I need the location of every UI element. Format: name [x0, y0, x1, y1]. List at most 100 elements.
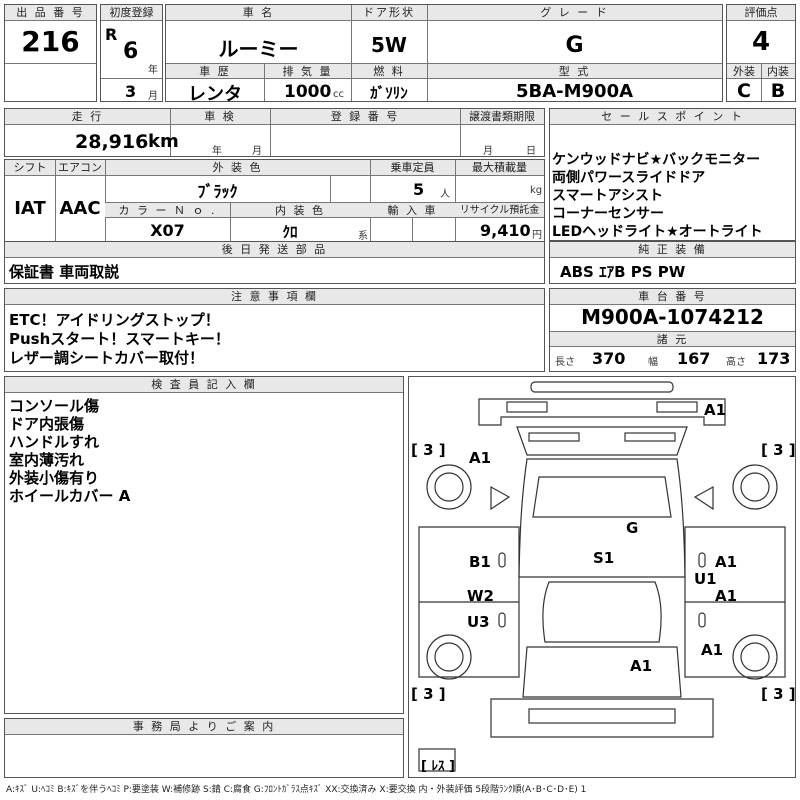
lot-header: 出 品 番 号 — [5, 5, 96, 21]
transfer-month-unit: 月 — [483, 146, 493, 157]
height-label: 高さ — [726, 357, 746, 368]
length-label: 長さ — [555, 357, 575, 368]
sales-line: 両側パワースライドドア — [552, 170, 706, 186]
equipment-header: 純 正 装 備 — [550, 242, 795, 258]
equipment-box: 純 正 装 備 ABS ｴｱB PS PW — [549, 241, 796, 284]
capacity-header: 乗車定員 — [370, 160, 455, 176]
later-parts-box: 後 日 発 送 部 品 保証書 車両取説 — [4, 241, 545, 284]
tire-front-right: [ 3 ] — [761, 441, 796, 459]
inspector-line: 外装小傷有り — [9, 469, 100, 487]
ext-color: ﾌﾞﾗｯｸ — [197, 182, 238, 201]
length: 370 — [592, 349, 626, 368]
model: 5BA-M900A — [515, 81, 634, 102]
width: 167 — [677, 349, 711, 368]
chassis-header: 車 台 番 号 — [550, 289, 795, 305]
later-parts-header: 後 日 発 送 部 品 — [5, 242, 544, 258]
aircon: AAC — [59, 198, 101, 219]
lot-number: 216 — [21, 25, 80, 58]
sales-line: スマートアシスト — [552, 188, 664, 204]
equipment: ABS ｴｱB PS PW — [560, 263, 686, 281]
color-no: X07 — [150, 221, 185, 240]
inspector-line: コンソール傷 — [9, 397, 100, 415]
damage-mark: W2 — [467, 587, 494, 605]
month-unit: 月 — [148, 91, 158, 102]
car-name: ルーミー — [218, 37, 299, 61]
door-type: 5W — [371, 33, 407, 57]
grade-header: グ レ ー ド — [427, 5, 722, 21]
mileage-header: 走 行 — [5, 109, 170, 125]
displacement: 1000 — [284, 82, 332, 102]
aircon-header: エアコン — [55, 160, 105, 176]
reg-no-header: 登 録 番 号 — [270, 109, 460, 125]
score-header: 評価点 — [727, 5, 795, 21]
car-diagram: [ 3 ] [ 3 ] [ 3 ] [ 3 ] [ ﾚｽ ] A1 A1 G S… — [408, 376, 796, 778]
first-registration-cell: 初度登録 R 6 年 3 月 — [100, 4, 163, 102]
damage-mark: A1 — [704, 401, 727, 419]
score-cell: 評価点 4 外装 内装 C B — [726, 4, 796, 102]
score: 4 — [751, 27, 771, 57]
mileage-unit: km — [148, 131, 179, 152]
transfer-day-unit: 日 — [526, 146, 536, 157]
fuel: ｶﾞｿﾘﾝ — [370, 84, 408, 102]
reg-year: 6 — [123, 39, 139, 64]
legend: A:ｷｽﾞ U:ﾍｺﾐ B:ｷｽﾞを伴うﾍｺﾐ P:要塗装 W:補修跡 S:錆 … — [6, 785, 587, 795]
office-box: 事 務 局 よ り ご 案 内 — [4, 718, 404, 778]
ext-header: 外装 — [727, 63, 761, 79]
damage-mark: B1 — [469, 553, 491, 571]
max-load-header: 最大積載量 — [455, 160, 544, 176]
displacement-unit: cc — [333, 89, 344, 100]
reg-month: 3 — [125, 82, 137, 101]
mileage-block: 走 行 車 検 登 録 番 号 譲渡書類期限 28,916 km 年 月 月 日 — [4, 108, 545, 157]
ext-color-header: 外 装 色 — [105, 160, 370, 176]
later-parts: 保証書 車両取説 — [9, 263, 120, 281]
damage-mark: S1 — [593, 549, 615, 567]
chassis-box: 車 台 番 号 M900A-1074212 諸 元 長さ 370 幅 167 高… — [549, 288, 796, 372]
lot-cell: 出 品 番 号 216 — [4, 4, 97, 102]
sales-line: LEDヘッドライト★オートライト — [552, 224, 763, 240]
inspector-header: 検 査 員 記 入 欄 — [5, 377, 403, 393]
mileage: 28,916 — [75, 131, 149, 153]
office-header: 事 務 局 よ り ご 案 内 — [5, 719, 403, 735]
car-name-header: 車 名 — [166, 5, 351, 21]
damage-mark: A1 — [701, 641, 724, 659]
recycle-unit: 円 — [532, 230, 542, 241]
height: 173 — [757, 349, 791, 368]
damage-mark: G — [626, 519, 639, 537]
damage-mark: A1 — [715, 553, 738, 571]
fuel-header: 燃 料 — [351, 63, 427, 79]
width-label: 幅 — [648, 357, 658, 368]
import-header: 輸 入 車 — [370, 202, 455, 218]
notes-box: 注 意 事 項 欄 ETC！アイドリングストップ！ Pushスタート！スマートキ… — [4, 288, 545, 372]
car-outline-drawing — [418, 381, 786, 772]
inspection-header: 車 検 — [170, 109, 270, 125]
history: レンタ — [188, 84, 242, 105]
displacement-header: 排 気 量 — [264, 63, 351, 79]
spare-tire: [ ﾚｽ ] — [421, 759, 455, 774]
inspector-line: 室内薄汚れ — [9, 451, 85, 469]
car-info-block: 車 名 ドア形状 グ レ ー ド ルーミー 5W G 車 歴 排 気 量 燃 料… — [165, 4, 723, 105]
shift-header: シフト — [5, 160, 55, 176]
sales-header: セ ー ル ス ポ イ ン ト — [550, 109, 795, 125]
damage-mark: U1 — [694, 570, 717, 588]
sales-point-box: セ ー ル ス ポ イ ン ト ケンウッドナビ★バックモニター 両側パワースライ… — [549, 108, 796, 241]
ext-score: C — [737, 80, 751, 102]
damage-mark: U3 — [467, 613, 490, 631]
capacity: 5 — [413, 180, 425, 199]
note-line: ETC！アイドリングストップ！ — [9, 311, 220, 329]
era: R — [105, 25, 118, 44]
history-header: 車 歴 — [166, 63, 264, 79]
door-header: ドア形状 — [351, 5, 427, 21]
spec-block: シフト エアコン 外 装 色 乗車定員 最大積載量 IAT AAC ﾌﾞﾗｯｸ … — [4, 159, 545, 242]
damage-mark: A1 — [630, 657, 653, 675]
capacity-unit: 人 — [440, 189, 450, 200]
max-load-unit: kg — [530, 185, 543, 196]
notes-header: 注 意 事 項 欄 — [5, 289, 544, 305]
damage-mark: A1 — [469, 449, 492, 467]
note-line: Pushスタート！スマートキー！ — [9, 330, 230, 348]
color-no-header: カ ラ ー Ｎ ｏ . — [105, 202, 230, 218]
model-header: 型 式 — [427, 63, 722, 79]
grade: G — [565, 33, 584, 58]
sales-line: コーナーセンサー — [552, 206, 664, 222]
year-unit: 年 — [148, 65, 158, 76]
inspector-line: ドア内張傷 — [9, 415, 85, 433]
